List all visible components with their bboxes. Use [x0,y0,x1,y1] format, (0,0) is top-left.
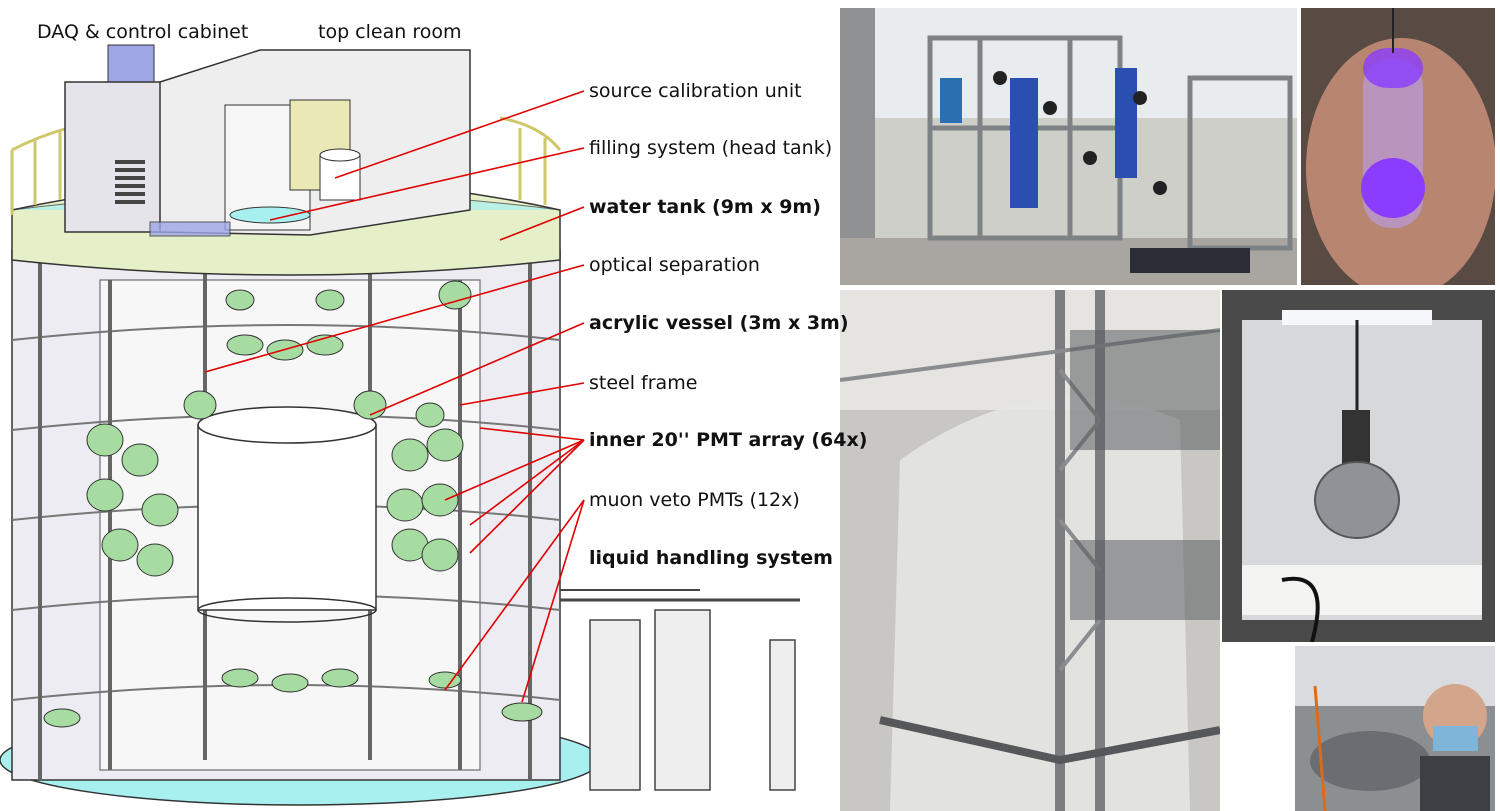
photo-filling-system [840,8,1297,285]
label-steel-frame: steel frame [589,372,698,394]
label-muon-veto: muon veto PMTs (12x) [589,489,800,511]
label-top-clean-room: top clean room [318,21,462,43]
label-daq-cabinet: DAQ & control cabinet [37,21,249,43]
label-optical-separation: optical separation [589,254,760,276]
label-liquid-handling: liquid handling system [589,547,833,569]
detector-cad-drawing [0,44,800,806]
label-acrylic-vessel: acrylic vessel (3m x 3m) [589,312,849,334]
photo-pmt-assembly [1295,646,1495,811]
label-filling-system: filling system (head tank) [589,137,833,159]
label-water-tank: water tank (9m x 9m) [589,196,821,218]
photo-acrylic-vessel [840,290,1220,811]
photo-pmt-clean-room [1222,290,1495,642]
label-source-calibration: source calibration unit [589,80,802,102]
photo-uv-source [1301,8,1495,285]
label-inner-pmt-array: inner 20'' PMT array (64x) [589,429,868,451]
